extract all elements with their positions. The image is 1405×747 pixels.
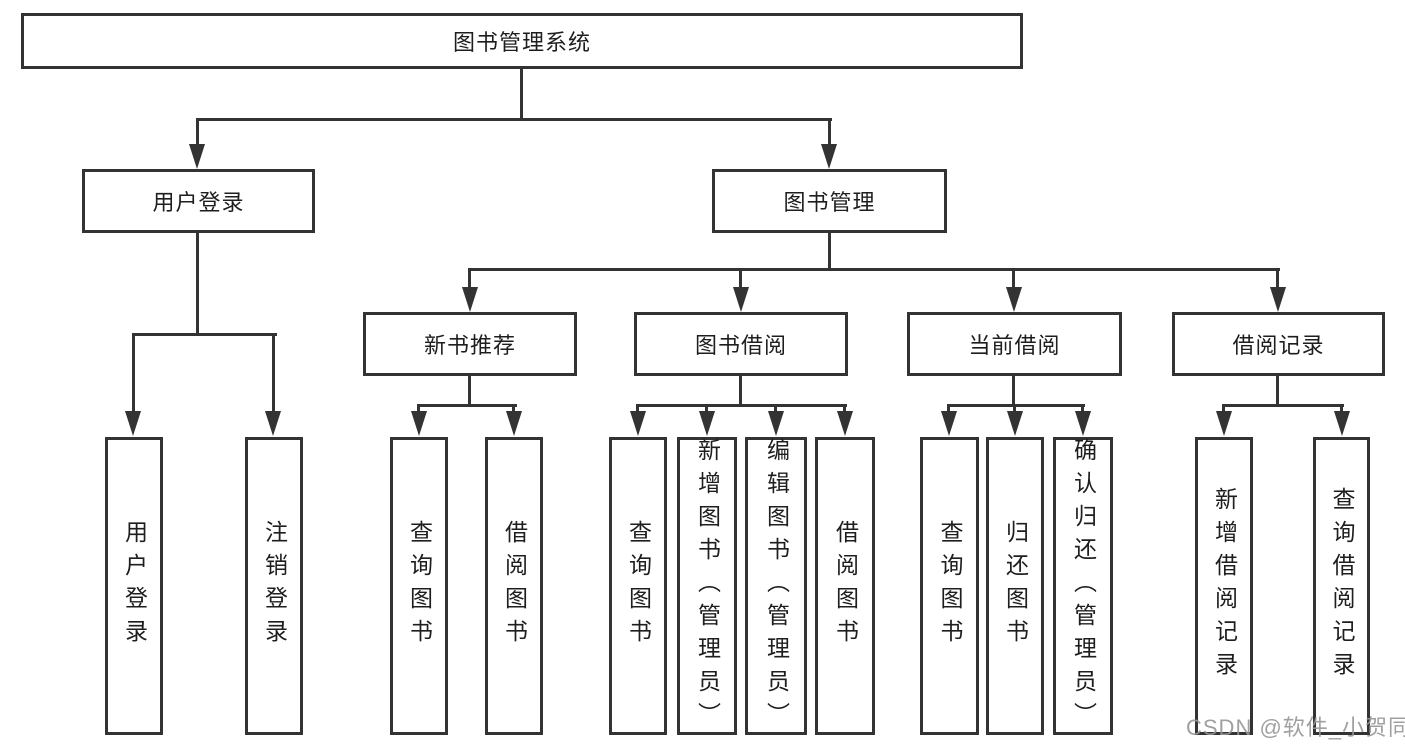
connector-line [196, 233, 199, 336]
connector-line [1276, 268, 1279, 289]
connector-line [739, 376, 742, 406]
node-label: 当前借阅 [968, 333, 1061, 358]
node-confirm-return-admin: 确认归还（管理员） [1053, 437, 1113, 735]
node-label: 查询图书 [625, 520, 652, 652]
connector-line [417, 404, 420, 413]
node-query-books-recommend: 查询图书 [390, 437, 448, 735]
connector-line [196, 118, 199, 147]
arrow-down-icon [768, 411, 784, 436]
node-label: 图书借阅 [694, 333, 787, 358]
node-label: 借阅图书 [501, 520, 528, 652]
arrow-down-icon [941, 411, 957, 436]
node-label: 图书管理 [783, 190, 876, 215]
node-borrow-books-recommend: 借阅图书 [485, 437, 543, 735]
connector-line [272, 333, 275, 412]
arrow-down-icon [189, 144, 205, 169]
connector-line [705, 404, 708, 413]
connector-line [828, 118, 831, 147]
connector-line [132, 333, 135, 412]
arrow-down-icon [1270, 287, 1286, 312]
arrow-down-icon [821, 144, 837, 169]
connector-line [1012, 376, 1015, 406]
node-query-books-current: 查询图书 [920, 437, 979, 735]
connector-line [468, 376, 471, 406]
arrow-down-icon [733, 287, 749, 312]
node-return-books: 归还图书 [986, 437, 1044, 735]
node-query-books-borrowing: 查询图书 [609, 437, 667, 735]
arrow-down-icon [699, 411, 715, 436]
connector-line [512, 404, 515, 413]
arrow-down-icon [411, 411, 427, 436]
arrow-down-icon [1006, 287, 1022, 312]
connector-line [417, 404, 517, 407]
node-user-login-leaf: 用户登录 [105, 437, 163, 735]
node-add-borrow-record: 新增借阅记录 [1195, 437, 1253, 735]
connector-line [774, 404, 777, 413]
connector-line [636, 404, 639, 413]
connector-line [468, 268, 1280, 271]
connector-line [636, 404, 847, 407]
connector-line [843, 404, 846, 413]
node-label: 借阅图书 [832, 520, 859, 652]
node-label: 确认归还（管理员） [1070, 437, 1097, 735]
arrow-down-icon [630, 411, 646, 436]
arrow-down-icon [1075, 411, 1091, 436]
node-label: 借阅记录 [1232, 333, 1325, 358]
node-library-management-system: 图书管理系统 [21, 13, 1023, 69]
node-label: 新增借阅记录 [1211, 487, 1238, 685]
connector-line [468, 268, 471, 289]
connector-line [828, 233, 831, 270]
node-label: 用户登录 [152, 190, 245, 215]
node-query-borrow-record: 查询借阅记录 [1313, 437, 1370, 735]
node-new-book-recommendation: 新书推荐 [363, 312, 577, 376]
node-logout: 注销登录 [245, 437, 303, 735]
node-borrow-books-leaf: 借阅图书 [815, 437, 875, 735]
node-add-books-admin: 新增图书（管理员） [677, 437, 737, 735]
connector-line [947, 404, 1085, 407]
csdn-watermark: CSDN @软件_小贺同学 [1186, 715, 1405, 740]
arrow-down-icon [125, 411, 141, 436]
arrow-down-icon [1007, 411, 1023, 436]
node-label: 新增图书（管理员） [694, 437, 721, 735]
node-label: 查询图书 [406, 520, 433, 652]
connector-line [1222, 404, 1225, 413]
connector-line [196, 118, 832, 121]
node-label: 注销登录 [261, 520, 288, 652]
node-label: 查询图书 [937, 520, 963, 652]
node-book-borrowing: 图书借阅 [634, 312, 848, 376]
node-label: 归还图书 [1002, 520, 1029, 652]
arrow-down-icon [265, 411, 281, 436]
node-label: 新书推荐 [423, 333, 516, 358]
arrow-down-icon [462, 287, 478, 312]
connector-line [1012, 268, 1015, 289]
node-user-login: 用户登录 [82, 169, 315, 233]
connector-line [1081, 404, 1084, 413]
node-label: 用户登录 [121, 520, 148, 652]
connector-line [947, 404, 950, 413]
node-current-borrowing: 当前借阅 [907, 312, 1122, 376]
connector-line [520, 67, 523, 120]
node-book-management: 图书管理 [712, 169, 947, 233]
connector-line [1013, 404, 1016, 413]
connector-line [739, 268, 742, 289]
arrow-down-icon [1216, 411, 1232, 436]
arrow-down-icon [506, 411, 522, 436]
connector-line [1340, 404, 1343, 413]
connector-line [132, 333, 277, 336]
arrow-down-icon [1334, 411, 1350, 436]
node-borrowing-records: 借阅记录 [1172, 312, 1385, 376]
node-label: 编辑图书（管理员） [763, 437, 790, 735]
node-label: 图书管理系统 [452, 30, 591, 55]
node-edit-books-admin: 编辑图书（管理员） [745, 437, 807, 735]
connector-line [1276, 376, 1279, 406]
arrow-down-icon [837, 411, 853, 436]
connector-line [1222, 404, 1344, 407]
node-label: 查询借阅记录 [1329, 487, 1355, 685]
